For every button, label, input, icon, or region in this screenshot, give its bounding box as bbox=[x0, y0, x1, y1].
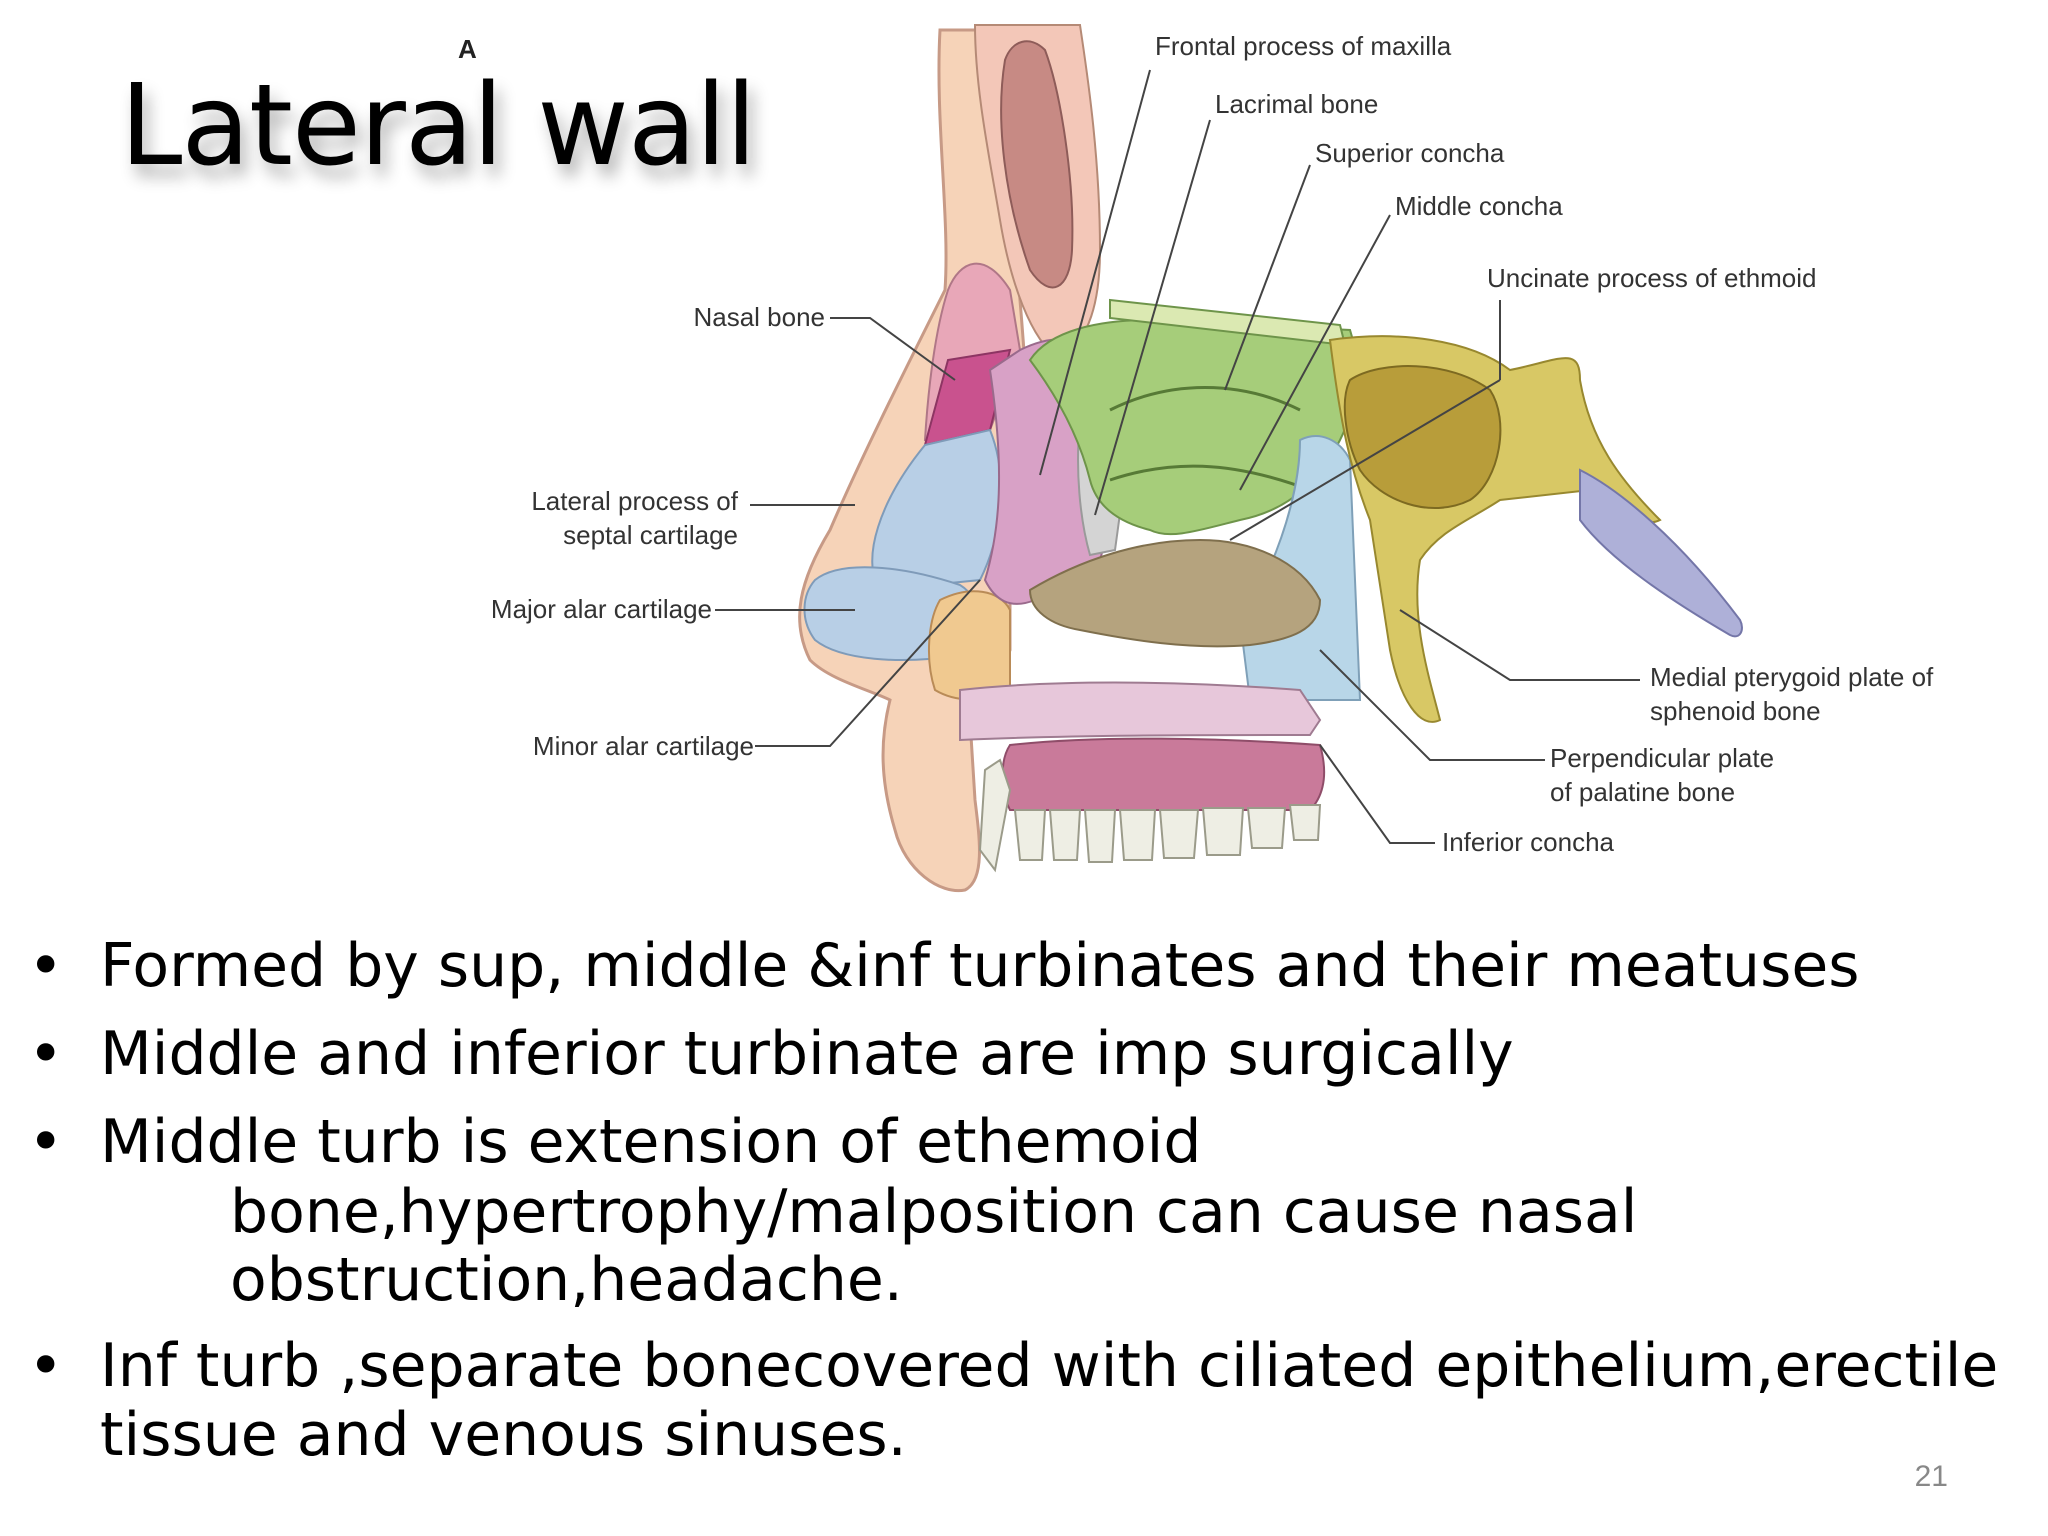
panel-letter: A bbox=[458, 34, 477, 64]
bullet-list: • Formed by sup, middle &inf turbinates … bbox=[20, 930, 2030, 1484]
leader-lines bbox=[715, 69, 1640, 844]
bullet-continuation: obstruction,headache. bbox=[230, 1245, 903, 1315]
label-superior-concha: Superior concha bbox=[1315, 138, 1505, 168]
medial-pterygoid-plate bbox=[1579, 468, 1743, 638]
label-lacrimal-bone: Lacrimal bone bbox=[1215, 89, 1378, 119]
bullet-item: • Inf turb ,separate bonecovered with ci… bbox=[20, 1330, 2030, 1468]
label-lateral-process-1: Lateral process of bbox=[531, 486, 738, 516]
label-lateral-process-2: septal cartilage bbox=[563, 520, 738, 550]
page-number: 21 bbox=[1914, 1460, 1948, 1493]
slide-title: Lateral wall bbox=[120, 61, 757, 191]
label-frontal-process: Frontal process of maxilla bbox=[1155, 31, 1452, 61]
label-perpendicular-plate-1: Perpendicular plate bbox=[1550, 743, 1774, 773]
bullet-dot: • bbox=[28, 1331, 64, 1401]
middle-concha-curve bbox=[1109, 464, 1311, 492]
bullet-text: Inf turb ,separate bonecovered with cili… bbox=[100, 1331, 1999, 1401]
frontal-sinus bbox=[1000, 40, 1074, 289]
bullet-text: Middle and inferior turbinate are imp su… bbox=[100, 1019, 1514, 1089]
sphenoid-sinus bbox=[1343, 365, 1502, 509]
label-middle-concha: Middle concha bbox=[1395, 191, 1563, 221]
label-medial-pterygoid-1: Medial pterygoid plate of bbox=[1650, 662, 1934, 692]
bullet-dot: • bbox=[28, 1107, 64, 1177]
teeth bbox=[978, 758, 1322, 873]
inferior-concha-region bbox=[1028, 538, 1322, 648]
label-major-alar: Major alar cartilage bbox=[491, 594, 712, 624]
bullet-continuation: bone,hypertrophy/malposition can cause n… bbox=[230, 1177, 1638, 1247]
label-uncinate-process: Uncinate process of ethmoid bbox=[1487, 263, 1817, 293]
nasal-lateral-wall-diagram: Frontal process of maxilla Lacrimal bone… bbox=[491, 24, 1934, 893]
minor-alar-cartilage-region bbox=[927, 590, 1011, 701]
bullet-item: • Middle and inferior turbinate are imp … bbox=[20, 1018, 2030, 1090]
hard-palate bbox=[959, 681, 1322, 742]
label-inferior-concha: Inferior concha bbox=[1442, 827, 1615, 857]
bullet-wrap: tissue and venous sinuses. bbox=[100, 1400, 907, 1470]
superior-concha-curve bbox=[1109, 386, 1301, 412]
bullet-item: • Middle turb is extension of ethemoid b… bbox=[20, 1106, 2030, 1314]
bullet-dot: • bbox=[28, 1019, 64, 1089]
label-medial-pterygoid-2: sphenoid bone bbox=[1650, 696, 1821, 726]
bullet-text: Middle turb is extension of ethemoid bbox=[100, 1107, 1202, 1177]
gum bbox=[1001, 737, 1326, 811]
bullet-text: Formed by sup, middle &inf turbinates an… bbox=[100, 931, 1860, 1001]
bullet-item: • Formed by sup, middle &inf turbinates … bbox=[20, 930, 2030, 1002]
label-perpendicular-plate-2: of palatine bone bbox=[1550, 777, 1735, 807]
label-minor-alar: Minor alar cartilage bbox=[533, 731, 754, 761]
bullet-dot: • bbox=[28, 931, 64, 1001]
label-nasal-bone: Nasal bone bbox=[693, 302, 825, 332]
